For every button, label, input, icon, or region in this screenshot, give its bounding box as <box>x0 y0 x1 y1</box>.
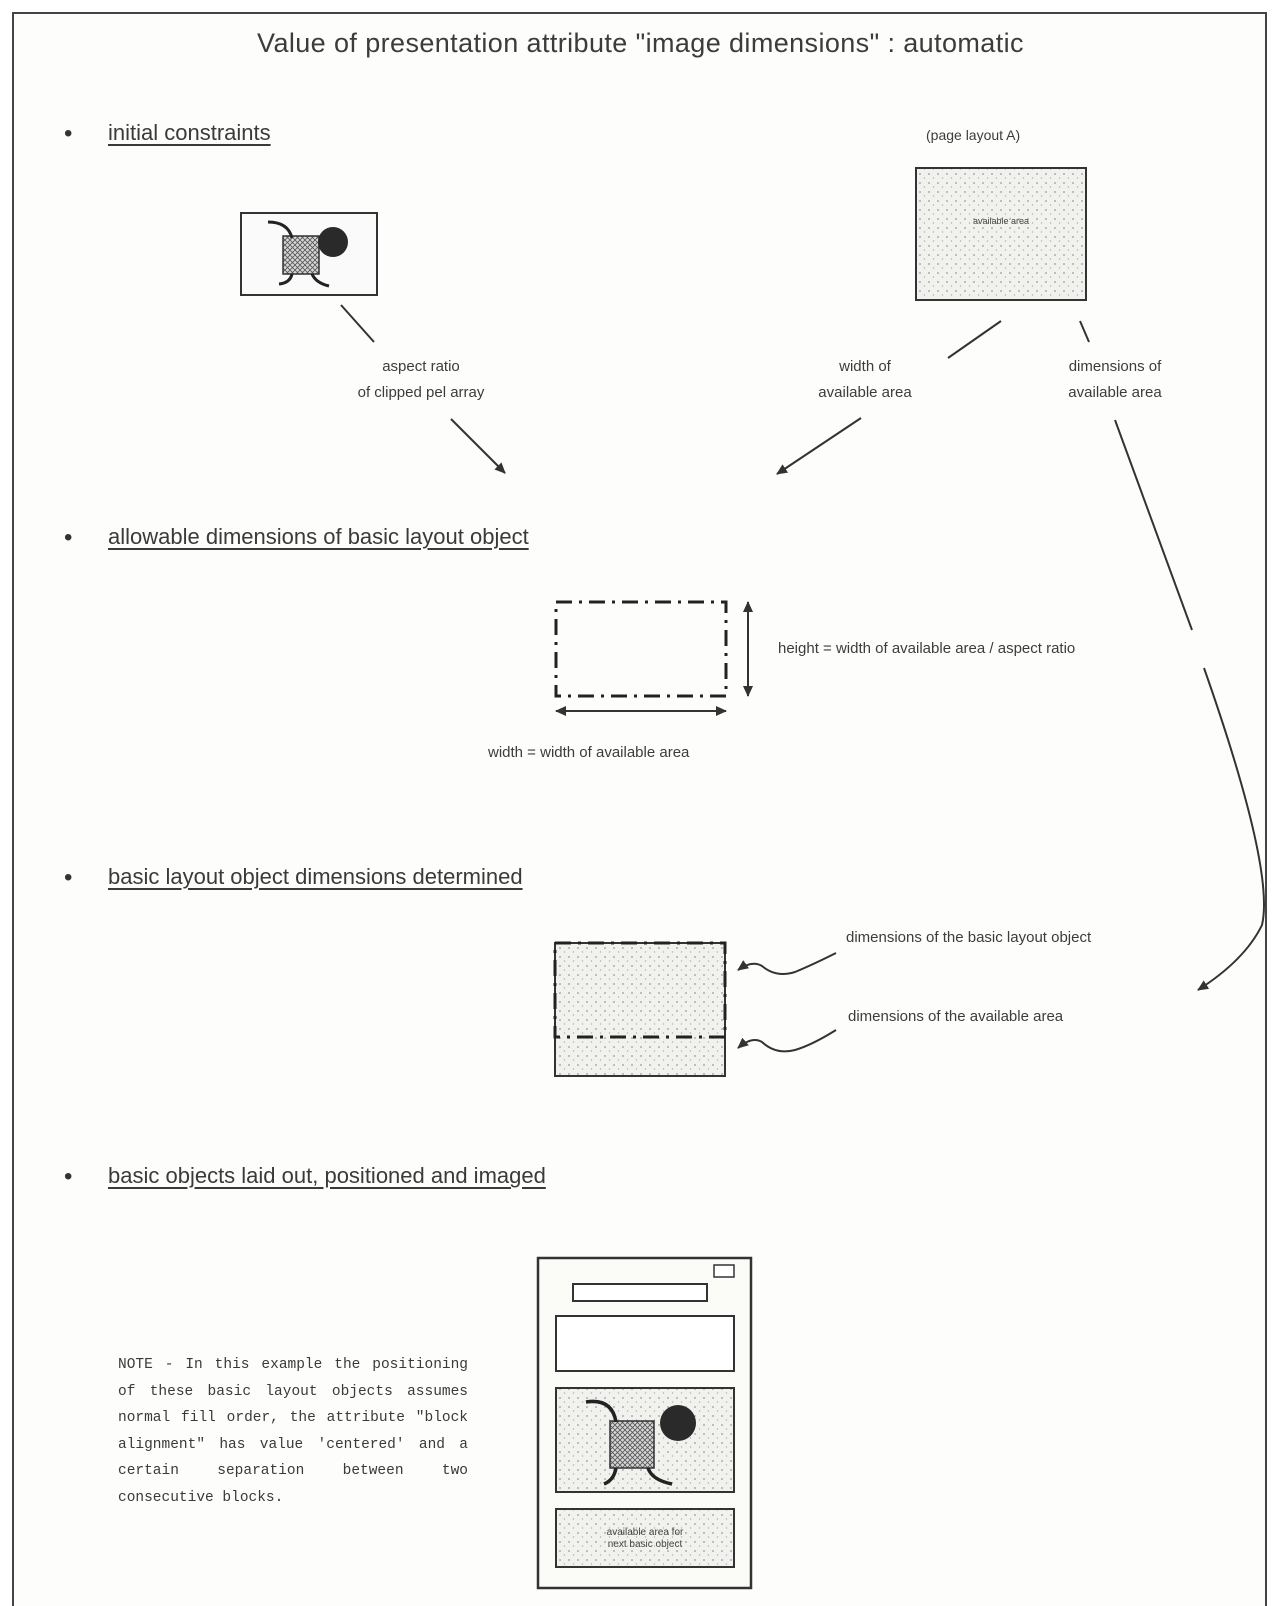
allowable-dimensions-box <box>554 600 753 716</box>
section-heading-dimensions-determined: basic layout object dimensions determine… <box>108 864 523 889</box>
page-layout-a <box>915 167 1087 301</box>
section-heading-initial-constraints: initial constraints <box>108 120 271 145</box>
section-heading-objects-laid-out: basic objects laid out, positioned and i… <box>108 1163 546 1188</box>
aspect-ratio-label: aspect ratio of clipped pel array <box>357 358 485 401</box>
note-text: NOTE - In this example the positioning o… <box>118 1357 468 1506</box>
bullet-icon: • <box>64 864 73 891</box>
laid-out-page <box>536 1256 753 1590</box>
width-formula-label: width = width of available area <box>488 744 690 761</box>
width-connector <box>947 320 1002 359</box>
basic-layout-object-dimensions-label: dimensions of the basic layout object <box>846 929 1092 946</box>
available-area-box-label: available area <box>972 216 1030 226</box>
next-block-area-label: available area for next basic object <box>606 1527 684 1550</box>
aspect-ratio-arrow <box>450 418 506 474</box>
height-formula-label: height = width of available area / aspec… <box>778 640 1076 657</box>
dimensions-of-available-area-label: dimensions of available area <box>1068 358 1162 401</box>
bullet-icon: • <box>64 120 73 147</box>
section-heading-allowable-dimensions: allowable dimensions of basic layout obj… <box>108 524 529 549</box>
determined-dimensions-box <box>553 941 837 1077</box>
dimensions-connector <box>1079 320 1090 343</box>
width-arrow <box>776 417 862 475</box>
dimensions-arrow <box>1114 419 1265 990</box>
bullet-icon: • <box>64 1163 73 1190</box>
bullet-icon: • <box>64 524 73 551</box>
diagram-title: Value of presentation attribute "image d… <box>257 28 1024 58</box>
aspect-ratio-connector <box>340 304 375 343</box>
width-of-available-area-label: width of available area <box>818 358 912 401</box>
available-area-dimensions-label: dimensions of the available area <box>848 1008 1064 1025</box>
page-layout-label: (page layout A) <box>926 127 1021 143</box>
pel-array-image <box>240 212 378 296</box>
